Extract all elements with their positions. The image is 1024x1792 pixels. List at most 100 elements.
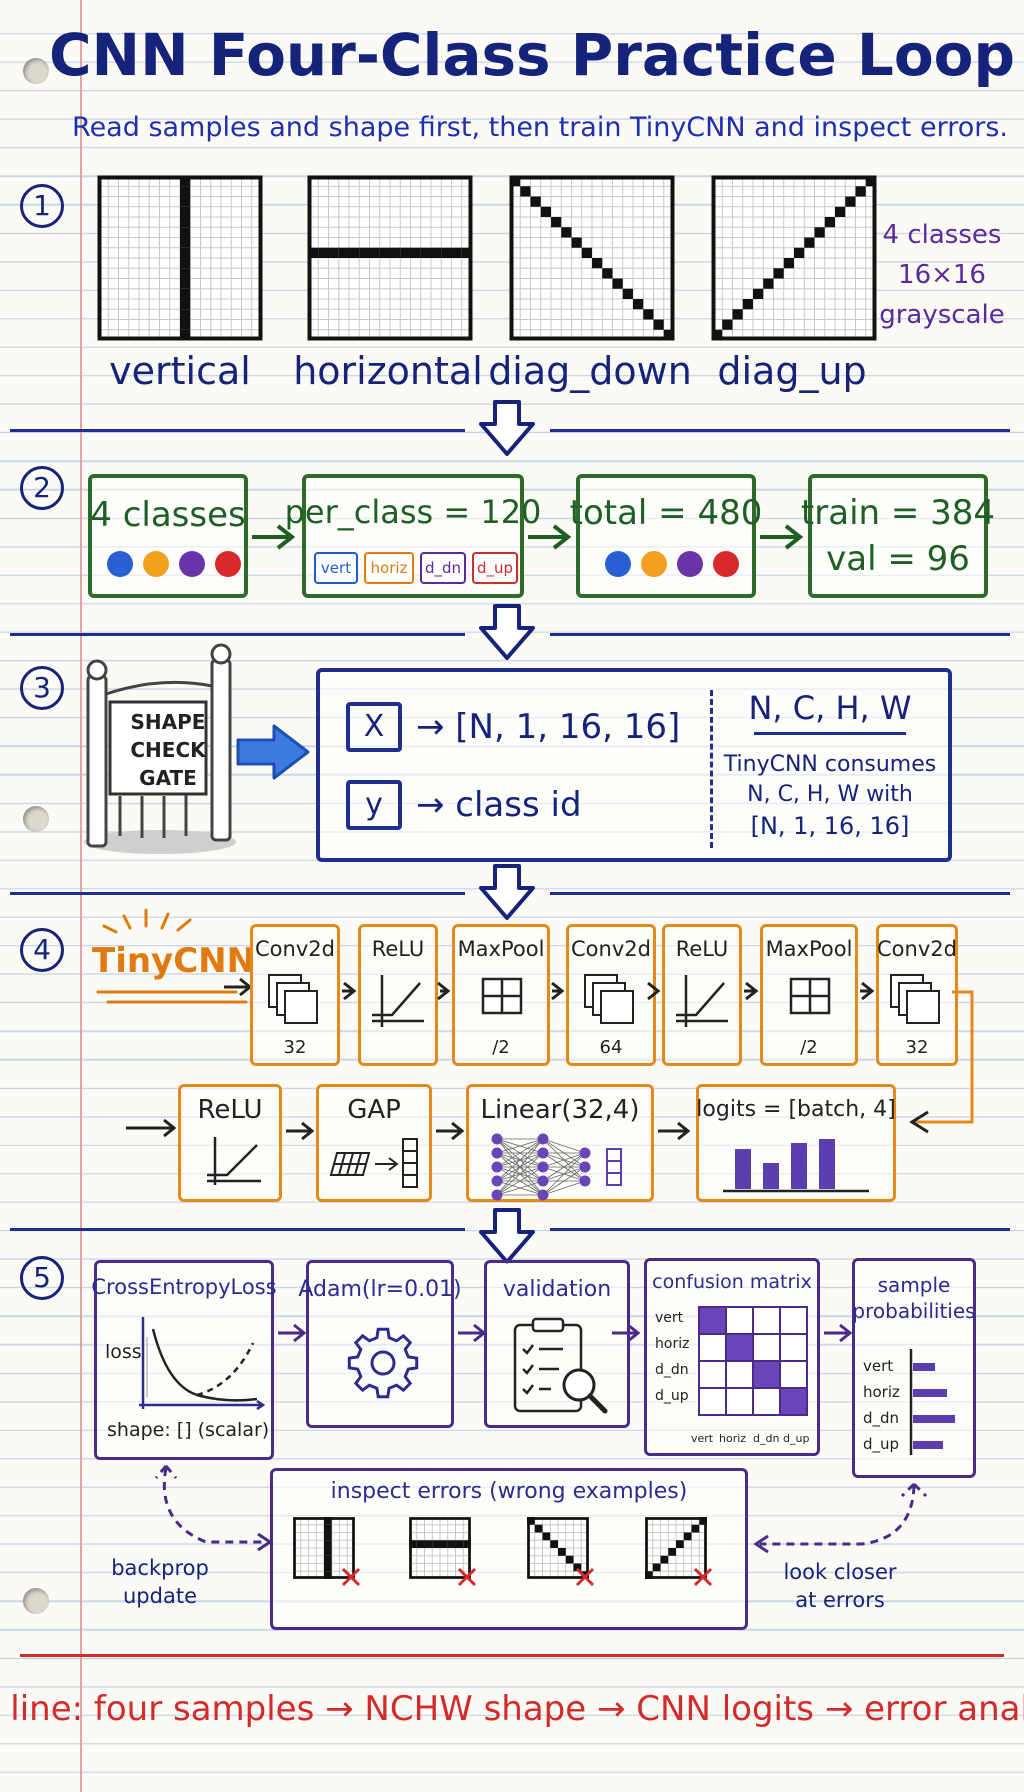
step-3-badge: 3: [20, 666, 64, 710]
pixel: [773, 268, 784, 279]
pixel: [855, 186, 866, 197]
loss-shape: shape: [] (scalar): [107, 1419, 270, 1441]
pixel: [308, 247, 319, 258]
arrow-right-icon: [744, 981, 759, 1001]
pixel: [722, 319, 733, 330]
layer-label: Conv2d: [877, 937, 957, 961]
footer-divider: [20, 1654, 1004, 1657]
probs-bars-icon: [909, 1349, 955, 1455]
per-class-box: per_class = 120 vert horiz d_dn d_up: [285, 474, 541, 598]
pixel: [571, 237, 582, 248]
pixel: [180, 227, 191, 238]
pixel: [742, 299, 753, 310]
layer-conv2d: Conv2d 32: [250, 924, 340, 1066]
x-shape: → [N, 1, 16, 16]: [416, 707, 681, 747]
pixel: [324, 1532, 332, 1541]
pixel: [441, 247, 452, 258]
pixel: [180, 288, 191, 299]
gate-text: GATE: [139, 766, 197, 790]
step-1-badge: 1: [20, 184, 64, 228]
gate-text: CHECK: [130, 738, 206, 762]
layer-label: Conv2d: [255, 937, 335, 961]
pixel: [633, 299, 644, 310]
pixel: [180, 247, 191, 258]
feature-maps-icon: [584, 974, 634, 1024]
class-label: diag_down: [488, 349, 692, 393]
pixel: [530, 196, 541, 207]
gap-icon: [329, 1138, 418, 1188]
pixel: [561, 227, 572, 238]
binder-hole: [23, 58, 49, 84]
pixel: [349, 247, 360, 258]
error-x-icon: [693, 1567, 713, 1587]
dot-blue: [107, 551, 133, 577]
arrow-right-icon: [126, 1118, 177, 1138]
pixel: [612, 278, 623, 289]
tag-d-dn: d_dn: [420, 552, 466, 584]
sparkle-icon: [102, 908, 192, 934]
pixel: [369, 247, 380, 258]
page-title: CNN Four-Class Practice Loop: [48, 21, 1016, 89]
look-closer-label: look closer: [783, 1560, 897, 1584]
backprop-label: update: [123, 1584, 197, 1608]
pixel: [180, 299, 191, 310]
section-divider: [550, 429, 1010, 432]
confusion-col-label: d_dn: [753, 1432, 780, 1445]
pixel: [338, 247, 349, 258]
layer-logits: logits = [batch, 4]: [696, 1084, 896, 1202]
sample-horizontal: [307, 175, 473, 341]
pixel: [683, 1532, 692, 1541]
section-divider: [10, 633, 465, 636]
matrix-cell: [725, 1306, 754, 1335]
probs-row-label: d_dn: [863, 1409, 900, 1427]
confusion-row-label: vert: [655, 1310, 684, 1326]
dot-purple: [179, 551, 205, 577]
layer-sub-label: 32: [283, 1037, 307, 1058]
pixel: [432, 1540, 440, 1548]
title-underline: [96, 990, 248, 1004]
pixel: [520, 186, 531, 197]
arrow-right-icon: [437, 981, 451, 1001]
error-x-icon: [575, 1567, 595, 1587]
pixel: [431, 247, 442, 258]
relu-icon: [676, 975, 728, 1027]
layer-label: ReLU: [371, 937, 425, 961]
matrix-cell: [779, 1360, 808, 1389]
gear-icon: [347, 1327, 419, 1399]
section-divider: [10, 892, 465, 895]
grid-diag-down: [509, 175, 675, 341]
layer-sub-label: /2: [492, 1037, 510, 1058]
probs-title: sample: [877, 1273, 951, 1297]
pixel: [691, 1524, 700, 1533]
pixel: [645, 1571, 653, 1579]
adam-box: Adam(lr=0.01): [298, 1260, 462, 1428]
class-dots: [107, 551, 241, 577]
sample-diag-down: [509, 175, 675, 341]
loss-axis-label: loss: [105, 1341, 142, 1363]
pixel: [534, 1524, 543, 1533]
pixel: [652, 1563, 661, 1572]
pixel: [663, 329, 674, 340]
pixel: [542, 1532, 551, 1541]
neural-net-icon: [491, 1133, 622, 1201]
nchw-note: [N, 1, 16, 16]: [750, 812, 910, 840]
pixel: [699, 1517, 707, 1525]
layer-gap: GAP: [316, 1084, 432, 1202]
section-divider: [550, 892, 1010, 895]
pixel: [180, 186, 191, 197]
y-text: → class id: [416, 785, 582, 825]
pixel: [676, 1540, 684, 1548]
validation-label: validation: [502, 1277, 612, 1302]
adam-label: Adam(lr=0.01): [298, 1277, 462, 1302]
pixel: [653, 319, 664, 330]
matrix-cell: [698, 1306, 727, 1335]
arrow-right-icon: [342, 981, 357, 1001]
layer-label: MaxPool: [457, 937, 545, 961]
pixel: [390, 247, 401, 258]
pixel: [180, 196, 191, 207]
page-subtitle: Read samples and shape first, then train…: [72, 112, 1008, 143]
layer-maxpool: MaxPool/2: [760, 924, 858, 1066]
